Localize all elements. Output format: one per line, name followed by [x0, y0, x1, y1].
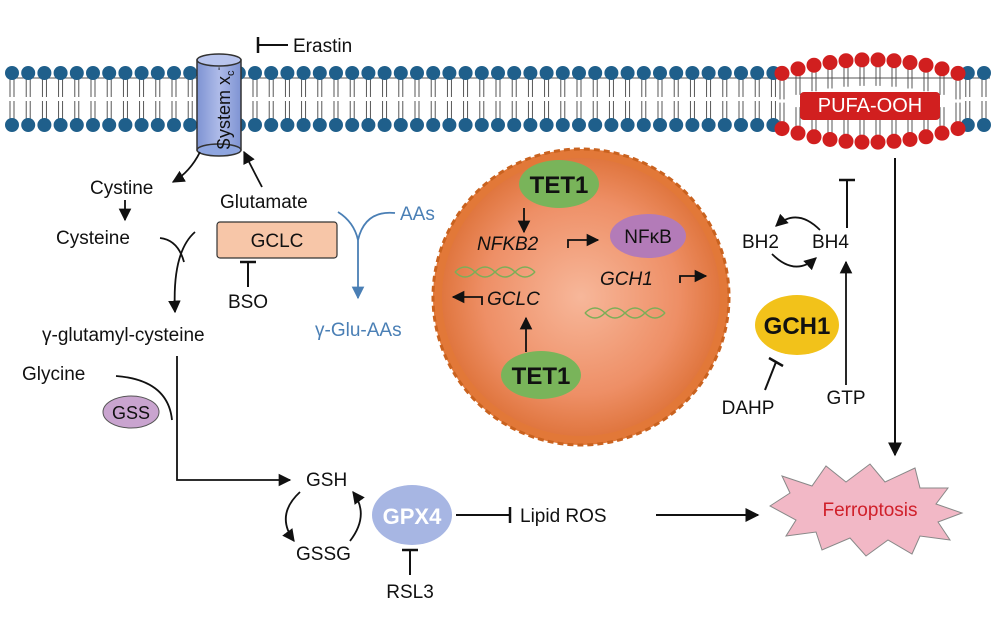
gss-ellipse	[102, 395, 160, 429]
gch1-ellipse	[755, 295, 839, 355]
ferroptosis-burst	[769, 463, 964, 557]
gtp-label: GTP	[826, 388, 865, 409]
tet1-top-ellipse	[519, 160, 599, 208]
bh4-label: BH4	[812, 232, 849, 253]
gclc-reaction-arrow	[168, 231, 196, 314]
bh2-to-bh4-arrow	[771, 253, 817, 271]
tet1-bottom-ellipse	[501, 351, 581, 399]
gss-label: GSS	[112, 403, 150, 423]
bh2-label: BH2	[742, 232, 779, 253]
gamma-glutamyl-to-gsh-arrow	[176, 356, 292, 487]
gclc-gene-label: GCLC	[487, 289, 540, 310]
glutamate-to-aas-branch	[337, 211, 359, 241]
gamma-glutamyl-cysteine-label: γ-glutamyl-cysteine	[42, 325, 205, 346]
gpx4-ellipse	[372, 485, 452, 545]
system-xc-transporter: System xc-	[196, 53, 242, 157]
gch1-gene-label: GCH1	[600, 269, 653, 290]
dahp-label: DAHP	[722, 398, 775, 419]
gch1-label: GCH1	[764, 313, 831, 340]
dna-helix-left	[454, 266, 536, 278]
nfkb2-transcription-arrow	[567, 233, 600, 248]
pufa-ooh-label: PUFA-OOH	[818, 95, 922, 117]
aas-to-gamma-glu-aas-arrow	[351, 211, 396, 300]
erastin-label: Erastin	[293, 36, 352, 57]
gclc-transcription-arrow	[451, 290, 483, 305]
dahp-inhibit-bar	[768, 356, 784, 368]
glutamate-export-arrow	[243, 150, 263, 188]
gpx4-label: GPX4	[383, 504, 442, 529]
gssg-label: GSSG	[296, 544, 351, 565]
ferroptosis-label: Ferroptosis	[822, 500, 917, 521]
gclc-label: GCLC	[251, 231, 304, 252]
nfkb-ellipse	[610, 214, 686, 258]
bso-label: BSO	[228, 292, 268, 313]
gclc-box	[216, 221, 338, 259]
gssg-to-gsh-arrow	[349, 490, 365, 542]
tet1-bottom-label: TET1	[512, 363, 571, 390]
glycine-merge-line	[115, 375, 173, 421]
gsh-to-gssg-arrow	[282, 491, 301, 543]
glutamate-label: Glutamate	[220, 192, 308, 213]
cysteine-label: Cysteine	[56, 228, 130, 249]
glycine-label: Glycine	[22, 364, 85, 385]
cystine-import-arrow	[171, 151, 201, 183]
svg-text:System xc-: System xc-	[213, 66, 237, 150]
transporter-superscript: -	[213, 66, 225, 70]
cell-membrane	[5, 66, 991, 132]
gch1-transcription-arrow	[679, 269, 708, 283]
cysteine-merge-line	[159, 237, 185, 263]
rsl3-label: RSL3	[386, 582, 434, 603]
nfkb2-gene-label: NFKB2	[477, 234, 539, 255]
transporter-subscript: c	[225, 70, 237, 76]
nfkb-label: NFκB	[624, 227, 672, 248]
pufa-ooh-lipid-cluster	[774, 52, 966, 150]
tet1-top-label: TET1	[530, 172, 589, 199]
dahp-inhibit-line	[764, 361, 777, 391]
lipid-ros-label: Lipid ROS	[520, 506, 607, 527]
dna-helix-right	[584, 307, 666, 319]
bh4-to-bh2-arrow	[775, 213, 821, 231]
gsh-label: GSH	[306, 470, 347, 491]
transporter-label: System x	[214, 76, 234, 150]
cystine-label: Cystine	[90, 178, 153, 199]
gamma-glu-aas-label: γ-Glu-AAs	[315, 320, 402, 341]
aas-label: AAs	[400, 204, 435, 225]
